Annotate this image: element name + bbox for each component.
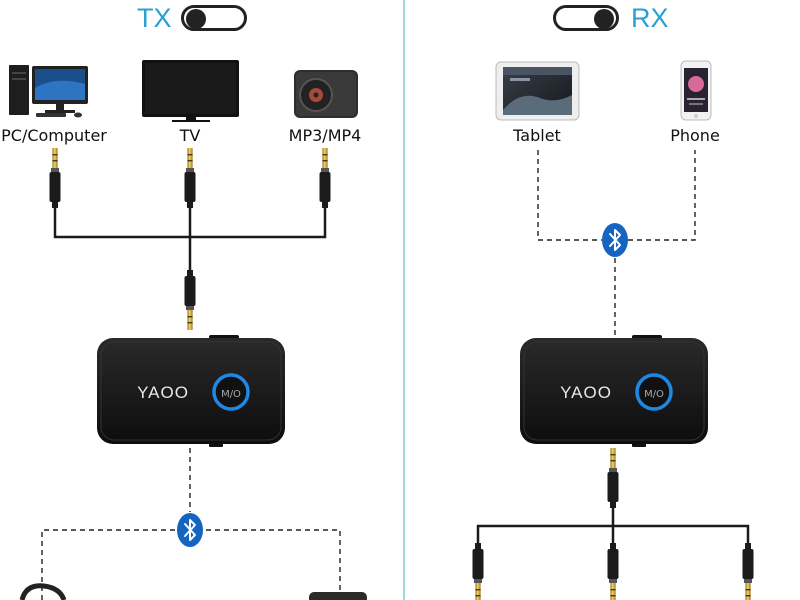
rx-output-jack (607, 448, 619, 508)
speaker-icon (309, 592, 367, 600)
tv-label: TV (179, 126, 201, 145)
rx-toggle[interactable] (553, 5, 619, 31)
rx-speaker-jack-2 (607, 543, 619, 600)
rx-bluetooth-icon (601, 222, 629, 258)
tv-audio-jack (184, 148, 196, 208)
mp3-audio-jack (319, 148, 331, 208)
rx-output-cables (476, 505, 750, 545)
headphones-icon (19, 583, 67, 600)
tablet-icon (495, 61, 580, 121)
tx-transmitter-device (95, 333, 287, 449)
tx-bluetooth-icon (176, 512, 204, 548)
tx-source-cables (53, 206, 327, 272)
rx-label: RX (631, 3, 669, 33)
mp3-player-icon (294, 70, 358, 118)
tx-toggle-knob (186, 9, 206, 29)
rx-speaker-jack-3 (742, 543, 754, 600)
pc-computer-icon (9, 65, 88, 118)
rx-bluetooth-links (537, 150, 696, 338)
phone-icon (680, 60, 712, 121)
tx-toggle[interactable] (181, 5, 247, 31)
rx-receiver-device (518, 333, 710, 449)
tablet-label: Tablet (513, 126, 561, 145)
pc-computer-label: PC/Computer (1, 126, 107, 145)
tv-icon (142, 60, 239, 122)
tx-label: TX (137, 3, 172, 33)
rx-toggle-knob (594, 9, 614, 29)
pc-audio-jack (49, 148, 61, 208)
phone-label: Phone (670, 126, 720, 145)
rx-speaker-jack-1 (472, 543, 484, 600)
tx-input-jack (184, 270, 196, 330)
mp3-mp4-label: MP3/MP4 (288, 126, 362, 145)
